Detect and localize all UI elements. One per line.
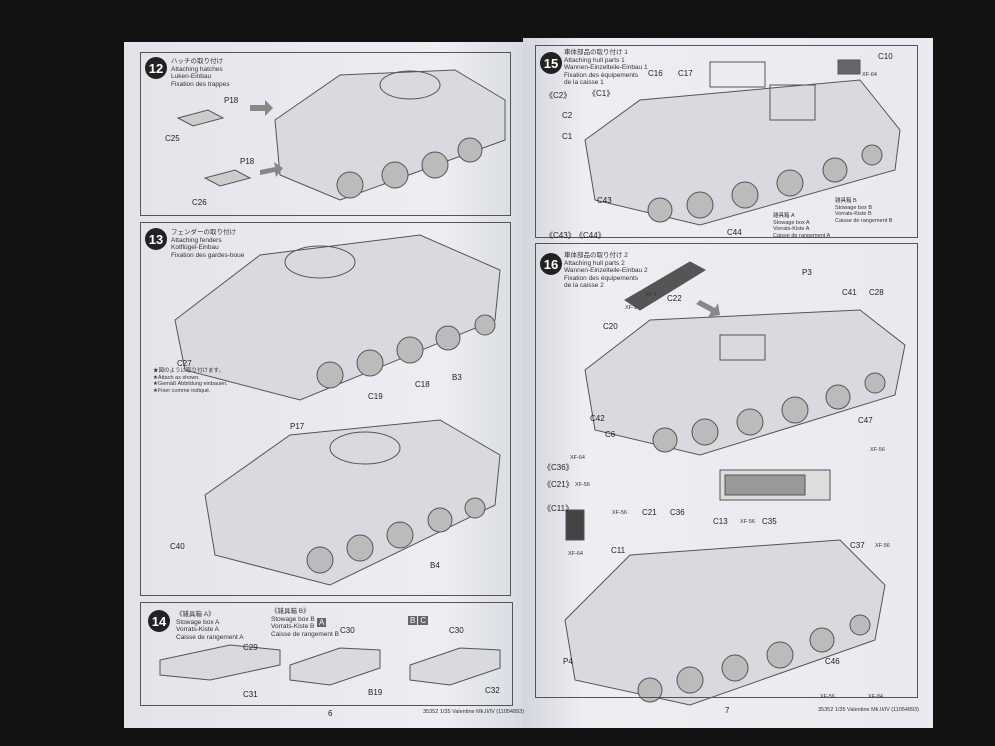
step13-panel [140,222,511,596]
arrow-icon [696,300,720,317]
tank-drawing-step12 [274,69,506,201]
assembly-note: ★図のように取り付けます。 ★Attach as shown. ★Gemäß A… [153,368,228,394]
part-label: C25 [165,134,180,143]
step-title: ハッチの取り付け Attaching hatches Luken-Einbau … [171,58,230,88]
paint-code: XF-84 [868,694,883,700]
part-label: C21 [642,508,657,517]
tank-drawing-step13-top [174,234,501,401]
paint-code: XF-56 [820,694,835,700]
paint-code: XF-64 [568,551,583,557]
part-label: C41 [842,288,857,297]
part-label: C47 [858,416,873,425]
part-label: C22 [667,294,682,303]
part-label: 《C11》 [543,504,574,513]
part-label: C10 [878,52,893,61]
tank-drawing-step16-bottom [564,469,886,706]
step-title: 車体部品の取り付け 1 Attaching hull parts 1 Wanne… [564,49,648,86]
step-number: 13 [145,228,167,250]
stowage-box-a-label: 雑具箱 A Stowage box A Vorrats-Kiste A Cais… [773,213,831,239]
part-label: C35 [762,517,777,526]
stowage-box-b-title: 《雑具箱 B》 Stowage box B Vorrats-Kiste B Ca… [271,608,339,638]
part-label: B3 [452,373,462,382]
page-number: 6 [328,709,333,718]
part-label: C18 [415,380,430,389]
step-number: 12 [145,57,167,79]
step14-panel [140,602,513,706]
paint-code: XF-56 [575,482,590,488]
part-label: C6 [605,430,616,439]
part-label: C32 [485,686,500,695]
part-label: C26 [192,198,207,207]
part-label: 《C36》 [543,463,574,472]
part-label: C40 [170,542,185,551]
part-label: C13 [713,517,728,526]
step-number: 14 [148,610,170,632]
step15-panel [535,45,918,238]
part-label: P3 [802,268,812,277]
part-label: 《C1》 [588,89,615,98]
part-label: C11 [611,546,626,555]
paint-code: XF-64 [862,72,877,78]
step-title: フェンダーの取り付け Attaching fenders Kotflügel-E… [171,229,245,259]
part-label: C28 [869,288,884,297]
part-label: C2 [562,111,573,120]
part-label: B19 [368,688,383,697]
tank-drawing-step16-top [584,309,906,456]
part-label: C31 [243,690,258,699]
part-label: C20 [603,322,618,331]
part-label: C29 [243,643,258,652]
part-label: C43 [597,196,612,205]
version-c: C [418,616,429,625]
step-number: 15 [540,52,562,74]
paint-code: XF-64 [570,455,585,461]
part-label: C30 [449,626,464,635]
arrow-icon [250,100,283,177]
part-label: C44 [727,228,742,237]
part-label: C27 [177,359,192,368]
part-label: P18 [240,157,255,166]
step12-panel [140,52,511,216]
part-label: 《C43》 [545,231,576,240]
part-label: P17 [290,422,305,431]
part-label: C42 [590,414,605,423]
paint-code: XF-1 [645,292,657,298]
paint-code: XF-1 [625,305,637,311]
step-title: 車体部品の取り付け 2 Attaching hull parts 2 Wanne… [564,252,648,289]
stowage-box-a-title: 《雑具箱 A》 Stowage box A Vorrats-Kiste A Ca… [176,611,244,641]
step16-panel [535,243,918,698]
tank-drawing-step13-bottom [204,419,501,586]
footer-text: 35352 1/35 Valentine Mk.II/IV (11054893) [818,707,920,713]
page-number: 7 [725,706,730,715]
paint-code: XF-56 [612,510,627,516]
part-label: P4 [563,657,573,666]
part-label: C36 [670,508,685,517]
part-label: C46 [825,657,840,666]
part-label: 《C21》 [543,480,574,489]
part-label: C16 [648,69,663,78]
stowage-box-b-label: 雑具箱 B Stowage box B Vorrats-Kiste B Cais… [835,198,893,224]
version-badge-a: A [317,612,327,630]
part-c10 [837,59,861,75]
part-label: 《C2》 [545,91,572,100]
paint-code: XF-56 [740,519,755,525]
part-label: B4 [430,561,440,570]
version-b: B [408,616,418,625]
footer-text: 35352 1/35 Valentine Mk.II/IV (11054893) [423,709,525,715]
step-number: 16 [540,253,562,275]
part-label: C17 [678,69,693,78]
version-a: A [317,618,327,627]
part-label: C19 [368,392,383,401]
part-label: C30 [340,626,355,635]
part-label: P18 [224,96,239,105]
part-label: C37 [850,541,865,550]
paint-code: XF-56 [875,543,890,549]
tank-drawing-step15 [584,61,901,226]
part-c11 [565,509,585,541]
part-label: C1 [562,132,573,141]
paint-code: XF-56 [870,447,885,453]
part-label: 《C44》 [575,231,606,240]
